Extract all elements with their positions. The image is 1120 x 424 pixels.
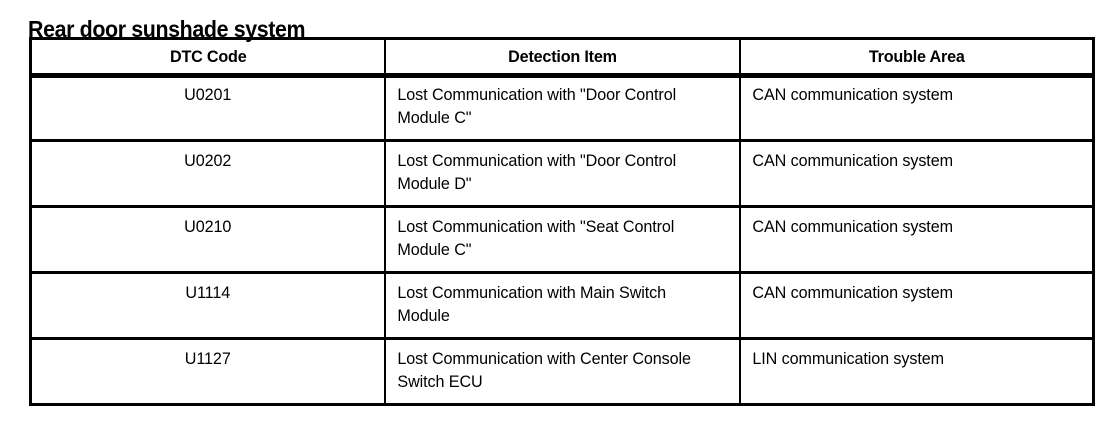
dtc-table-container: DTC Code Detection Item Trouble Area U02… bbox=[29, 37, 1095, 406]
cell-detection-item: Lost Communication with "Seat Control Mo… bbox=[384, 205, 741, 273]
cell-dtc-code: U0202 bbox=[30, 139, 386, 207]
cell-detection-item: Lost Communication with Center Console S… bbox=[384, 337, 741, 405]
table-header-row: DTC Code Detection Item Trouble Area bbox=[31, 38, 1094, 76]
table-row: U0202 Lost Communication with "Door Cont… bbox=[30, 139, 1094, 207]
dtc-table: DTC Code Detection Item Trouble Area U02… bbox=[29, 37, 1095, 406]
table-body: U0201 Lost Communication with "Door Cont… bbox=[30, 74, 1094, 405]
cell-trouble-area: LIN communication system bbox=[739, 337, 1094, 405]
cell-trouble-area: CAN communication system bbox=[739, 271, 1094, 339]
cell-detection-item: Lost Communication with Main Switch Modu… bbox=[384, 271, 741, 339]
cell-trouble-area: CAN communication system bbox=[751, 85, 953, 104]
table-header: DTC Code Detection Item Trouble Area bbox=[31, 38, 1094, 76]
table-row: U1114 Lost Communication with Main Switc… bbox=[30, 271, 1094, 339]
column-header-dtc-code: DTC Code bbox=[39, 38, 377, 76]
column-header-trouble-area: Trouble Area bbox=[748, 38, 1085, 76]
table-row: U1127 Lost Communication with Center Con… bbox=[30, 337, 1094, 405]
cell-dtc-code: U1127 bbox=[30, 337, 386, 405]
cell-dtc-code: U1114 bbox=[30, 271, 386, 339]
cell-dtc-code: U0201 bbox=[30, 74, 386, 141]
cell-trouble-area: CAN communication system bbox=[739, 139, 1094, 207]
column-header-detection-item: Detection Item bbox=[393, 38, 732, 76]
header-double-rule bbox=[29, 76, 1092, 78]
cell-trouble-area: CAN communication system bbox=[739, 205, 1094, 273]
table-row: U0210 Lost Communication with "Seat Cont… bbox=[30, 205, 1094, 273]
cell-detection-item: Lost Communication with "Door Control Mo… bbox=[384, 74, 741, 141]
cell-detection-item: Lost Communication with "Door Control Mo… bbox=[384, 139, 741, 207]
table-row: U0201 Lost Communication with "Door Cont… bbox=[30, 74, 1094, 141]
cell-dtc-code: U0210 bbox=[30, 205, 386, 273]
